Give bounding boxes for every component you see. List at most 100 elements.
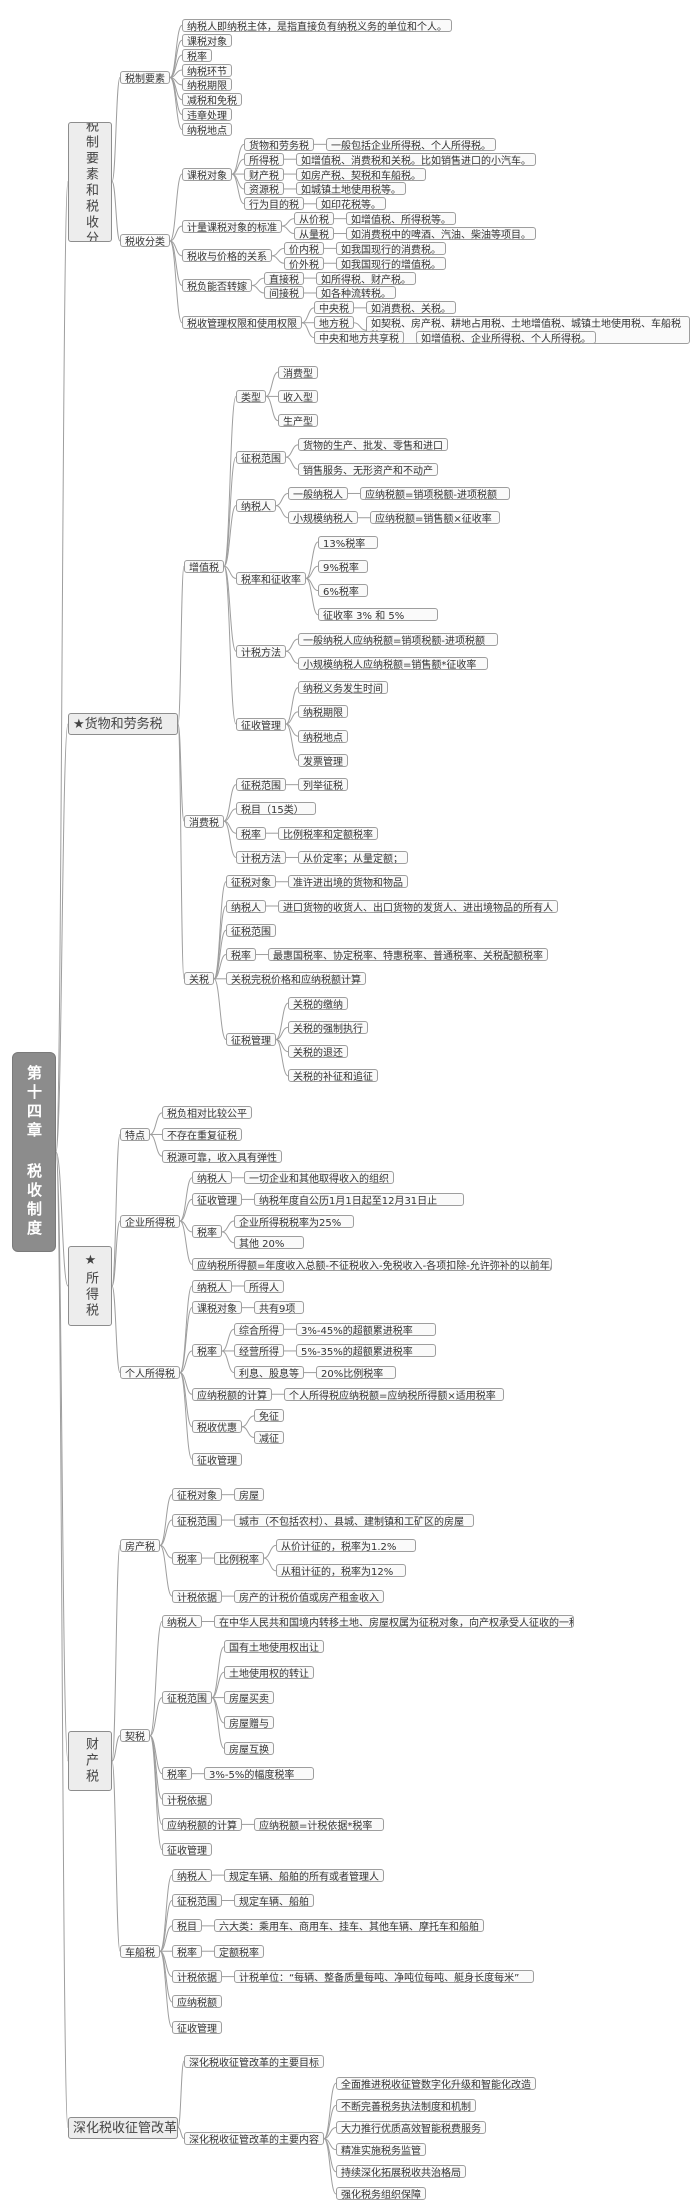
node-branches-3-children-1-children-1-children-3-label: 房屋赠与 [224, 1716, 274, 1730]
node-branches-3-children-1-children-1-children-0-label: 国有土地使用权出让 [224, 1640, 324, 1654]
connector [111, 181, 121, 242]
connector [251, 277, 265, 287]
node-branches-3-label: 财产税 [68, 1731, 112, 1791]
node-branches-3-children-2-children-1-label: 征税范围 [172, 1894, 222, 1907]
node-branches-0-children-1-children-1-children-0-label: 从价税 [294, 212, 334, 226]
connector [213, 881, 227, 980]
connector [211, 1671, 225, 1699]
node-branches-3-children-0-children-1-label: 征税范围 [172, 1513, 222, 1527]
node-branches-3-children-0-children-2-children-0-children-1-label: 从租计征的，税率为12% [276, 1564, 406, 1578]
node-branches-1-children-1-children-2-children-0-label: 比例税率和定额税率 [278, 826, 378, 840]
node-branches-3-children-0-children-2-children-0-children-0-label: 从价计征的，税率为1.2% [276, 1538, 416, 1552]
connector [169, 76, 183, 130]
node-branches-3-children-0-children-3-children-0-label: 房产的计税价值或房产租金收入 [234, 1589, 384, 1603]
connector [323, 2104, 337, 2140]
connector [169, 173, 183, 242]
node-branches-1-children-0-children-1-children-1-label: 销售服务、无形资产和不动产 [298, 462, 438, 476]
node-branches-0-children-1-children-2-children-0-label: 价内税 [284, 241, 324, 255]
node-branches-1-children-0-children-5-label: 征收管理 [236, 717, 286, 731]
node-branches-1-children-2-children-5-children-0-label: 关税的缴纳 [288, 996, 348, 1010]
connector [179, 1372, 193, 1460]
node-branches-1-children-2-children-5-children-3-label: 关税的补征和追征 [288, 1069, 378, 1083]
node-branches-0-children-1-children-4-children-0-label: 中央税 [314, 301, 354, 315]
node-branches-2-children-1-children-2-label: 税率 [192, 1225, 222, 1239]
node-branches-0-children-1-children-0-children-4-children-0-label: 如印花税等。 [316, 197, 386, 211]
connector [179, 1220, 193, 1265]
node-branches-3-children-2-children-0-label: 纳税人 [172, 1868, 212, 1882]
connector [301, 307, 315, 324]
connector [231, 173, 245, 205]
connector [159, 1544, 173, 1597]
connector [275, 1002, 289, 1040]
connector [159, 1519, 173, 1546]
node-branches-0-children-1-children-4-children-2-children-0-label: 如增值税、企业所得税、个人所得税。 [416, 331, 596, 345]
connector [275, 1026, 289, 1040]
node-branches-1-children-1-children-1-label: 税目（15类） [236, 802, 316, 816]
connector [159, 1925, 173, 1952]
node-branches-0-children-0-children-3-label: 纳税环节 [182, 63, 232, 77]
node-branches-4-children-1-children-5-label: 强化税务组织保障 [336, 2187, 426, 2201]
node-branches-2-children-2-children-1-label: 课税对象 [192, 1301, 242, 1315]
node-branches-3-children-0-children-0-label: 征税对象 [172, 1488, 222, 1502]
node-branches-0-children-1-children-1-children-0-children-0-label: 如增值税、所得税等。 [346, 212, 456, 226]
node-branches-0-label: ★税制要素和税收分类 [68, 121, 112, 242]
node-branches-0-children-0-label: 税制要素 [120, 70, 170, 84]
node-branches-3-children-2-children-4-label: 计税依据 [172, 1970, 222, 1984]
connector [169, 225, 183, 242]
node-branches-0-children-1-children-3-children-0-label: 直接税 [264, 271, 304, 285]
connector [169, 76, 183, 116]
connector [223, 784, 237, 822]
node-branches-2-children-0-label: 特点 [120, 1127, 150, 1141]
node-branches-1-children-0-children-5-children-3-label: 发票管理 [298, 753, 348, 767]
node-branches-4-children-1-children-1-label: 不断完善税务执法制度和机制 [336, 2098, 476, 2112]
node-branches-2-children-2-children-2-children-1-children-0-label: 5%-35%的超额累进税率 [296, 1344, 436, 1358]
connector [55, 1151, 69, 2128]
node-branches-0-children-1-children-0-children-2-label: 财产税 [244, 167, 284, 181]
node-branches-2-children-1-children-1-label: 征收管理 [192, 1192, 242, 1206]
node-branches-3-children-2-children-5-label: 应纳税额 [172, 1995, 222, 2009]
node-branches-2-children-1-children-2-children-0-label: 企业所得税税率为25% [234, 1214, 354, 1228]
connector [221, 1220, 235, 1233]
connector [177, 2127, 185, 2140]
node-branches-0-children-1-children-3-children-0-children-0-label: 如所得税、财产税。 [316, 271, 416, 285]
connector [213, 929, 227, 980]
node-branches-4-children-1-children-4-label: 持续深化拓展税收共治格局 [336, 2165, 466, 2179]
connector [179, 1198, 193, 1222]
connector [149, 1621, 163, 1737]
node-branches-2-children-2-children-4-label: 税收优惠 [192, 1420, 242, 1434]
connector [275, 505, 289, 519]
node-branches-0-children-1-children-4-children-2-label: 中央和地方共享税 [314, 331, 404, 345]
node-branches-3-children-0-label: 房产税 [120, 1538, 160, 1552]
connector [221, 1328, 235, 1352]
node-branches-2-children-1-children-3-label: 应纳税所得额=年度收入总额-不征税收入-免税收入-各项扣除-允许弥补的以前年度亏… [192, 1257, 552, 1271]
node-branches-1-children-0-children-4-children-0-label: 一般纳税人应纳税额=销项税额-进项税额 [298, 632, 498, 646]
connector [305, 565, 319, 579]
node-branches-2-children-2-children-2-children-2-label: 利息、股息等 [234, 1366, 304, 1380]
connector [281, 225, 295, 235]
connector [55, 181, 69, 1153]
node-branches-0-children-1-children-3-children-1-children-0-label: 如各种流转税。 [316, 286, 396, 300]
connector [177, 723, 185, 980]
connector [323, 2138, 337, 2195]
node-branches-3-children-2-children-3-children-0-label: 定额税率 [214, 1944, 264, 1958]
connector [221, 1231, 235, 1244]
connector [323, 2127, 337, 2140]
connector [285, 444, 299, 458]
connector [55, 1151, 69, 1762]
connector [111, 1735, 121, 1762]
node-branches-2-children-0-children-2-label: 税源可靠，收入具有弹性 [162, 1149, 282, 1163]
node-root-label: 第十四章 税收制度 [12, 1052, 56, 1252]
connector [149, 1735, 163, 1825]
node-branches-3-children-1-children-0-children-0-label: 在中华人民共和国境内转移土地、房屋权属为征税对象，向产权承受人征收的一种财产税 [214, 1615, 574, 1628]
node-branches-3-children-0-children-2-children-0-label: 比例税率 [214, 1551, 264, 1565]
connector [179, 1307, 193, 1374]
node-branches-1-children-2-children-1-children-0-label: 进口货物的收货人、出口货物的发货人、进出境物品的所有人 [278, 899, 558, 913]
connector [223, 565, 237, 652]
connector [169, 24, 183, 78]
connector [263, 1557, 277, 1572]
node-branches-2-children-2-children-2-children-0-label: 综合所得 [234, 1322, 284, 1336]
node-branches-2-label: ★所得税 [68, 1246, 112, 1326]
node-branches-2-children-2-children-1-children-0-label: 共有9项 [254, 1301, 304, 1315]
node-branches-2-children-2-children-0-children-0-label: 所得人 [244, 1279, 284, 1293]
